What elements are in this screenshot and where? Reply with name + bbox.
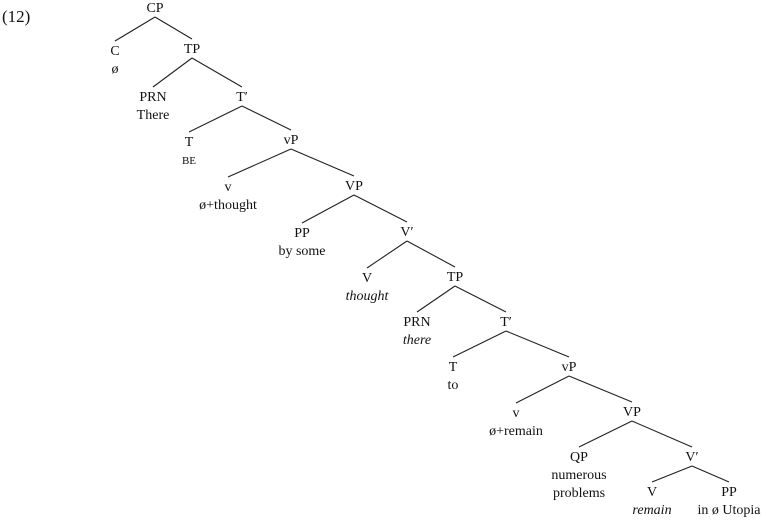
node-cp-label: CP xyxy=(146,1,163,16)
node-V2-word: remain xyxy=(632,503,671,518)
edge-vp_s2-v_s2 xyxy=(515,375,570,404)
edge-tbar2-vp_s2 xyxy=(505,330,570,358)
node-c-label: C xyxy=(110,44,119,59)
edge-tp2-tbar2 xyxy=(454,285,507,313)
node-tp1-label: TP xyxy=(184,42,201,57)
edge-vbar2-pp2 xyxy=(691,465,730,483)
node-t1-word: BE xyxy=(182,155,196,167)
node-pp2-label: PP xyxy=(721,485,737,500)
node-tp2-label: TP xyxy=(447,270,464,285)
node-V1-label: V xyxy=(362,271,372,286)
edge-cp-tp1 xyxy=(154,16,193,40)
edge-vp_s1-v_s1 xyxy=(227,148,292,178)
edge-vp_s2-VP2 xyxy=(568,375,633,403)
node-qp-word: numerous xyxy=(551,468,606,483)
node-pp2-word: in ø Utopia xyxy=(698,503,762,518)
node-vbar2-label: V′ xyxy=(685,450,698,465)
node-t2-label: T xyxy=(449,360,458,375)
edge-VP2-qp xyxy=(578,420,633,448)
node-tbar2-label: T′ xyxy=(500,315,512,330)
tree-edges xyxy=(114,16,730,483)
node-c-word: ø xyxy=(112,62,119,77)
edge-tbar1-vp_s1 xyxy=(241,105,292,131)
edge-tp2-prn2 xyxy=(416,285,456,313)
node-pp1-word: by some xyxy=(278,244,325,259)
edge-tp1-tbar1 xyxy=(191,57,243,88)
node-t2-word: to xyxy=(448,378,459,393)
node-t1-label: T xyxy=(185,135,194,150)
edge-vbar1-V1 xyxy=(366,240,408,269)
node-vbar1-label: V′ xyxy=(400,225,413,240)
node-v_s1-word: ø+thought xyxy=(199,198,257,213)
node-qp-label: QP xyxy=(570,450,588,465)
node-v_s1-label: v xyxy=(225,180,232,195)
edge-VP2-vbar2 xyxy=(631,420,693,448)
node-v_s2-label: v xyxy=(513,406,520,421)
edge-vbar2-V2 xyxy=(651,465,693,483)
node-prn2-word: there xyxy=(403,333,431,348)
node-vp_s2-label: vP xyxy=(562,360,577,375)
edge-vp_s1-VP1 xyxy=(290,148,355,177)
example-number: (12) xyxy=(2,7,30,26)
edge-VP1-pp1 xyxy=(301,194,355,224)
node-V2-label: V xyxy=(647,485,657,500)
node-prn2-label: PRN xyxy=(403,315,430,330)
node-VP2-label: VP xyxy=(623,405,641,420)
edge-vbar1-tp2 xyxy=(406,240,456,268)
node-prn1-label: PRN xyxy=(139,90,166,105)
node-prn1-word: There xyxy=(137,108,170,123)
edge-tbar2-t2 xyxy=(452,330,507,358)
node-tbar1-label: T′ xyxy=(236,90,248,105)
edge-tbar1-t1 xyxy=(188,105,243,133)
node-v_s2-word: ø+remain xyxy=(489,424,543,439)
node-pp1-label: PP xyxy=(294,226,310,241)
node-V1-word: thought xyxy=(346,289,390,304)
edge-cp-c xyxy=(114,16,156,42)
node-VP1-label: VP xyxy=(345,179,363,194)
edge-tp1-prn1 xyxy=(152,57,193,88)
node-vp_s1-label: vP xyxy=(284,133,299,148)
node-qp-word: problems xyxy=(553,486,605,501)
edge-VP1-vbar1 xyxy=(353,194,408,223)
